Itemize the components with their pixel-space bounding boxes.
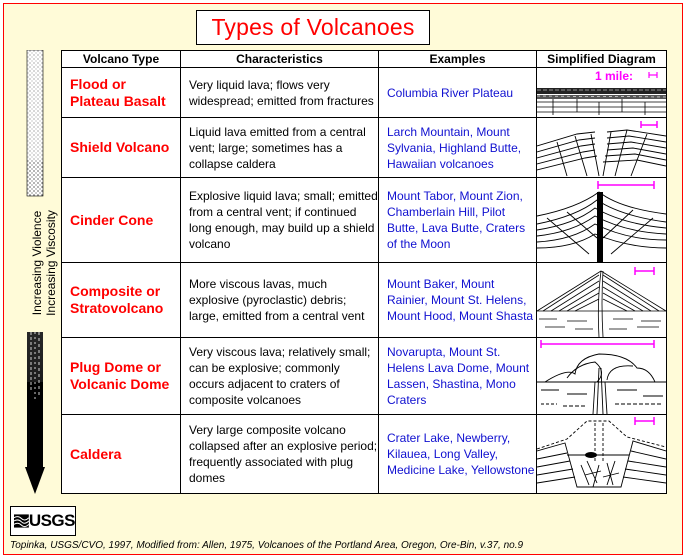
increasing-viscosity-label: Increasing Viscosity: [44, 210, 58, 316]
type-name-line2: Stratovolcano: [70, 300, 164, 316]
examples-cell: Mount Tabor, Mount Zion, Chamberlain Hil…: [378, 177, 537, 263]
type-name-line1: Caldera: [70, 445, 122, 462]
characteristics-cell: Liquid lava emitted from a central vent;…: [180, 117, 379, 178]
examples-cell: Larch Mountain, Mount Sylvania, Highland…: [378, 117, 537, 178]
volcano-type-cell: Shield Volcano: [61, 117, 181, 178]
cinder-cone-diagram: [536, 177, 667, 263]
usgs-wave-icon: [14, 514, 29, 528]
header-volcano-type: Volcano Type: [61, 50, 181, 68]
characteristics-cell: More viscous lavas, much explosive (pyro…: [180, 262, 379, 338]
volcano-type-cell: Cinder Cone: [61, 177, 181, 263]
examples-cell: Crater Lake, Newberry, Kilauea, Long Val…: [378, 414, 537, 494]
type-name-line2: Plateau Basalt: [70, 92, 166, 109]
volcano-types-table: Volcano Type Characteristics Examples Si…: [61, 50, 667, 494]
caldera-diagram: [536, 414, 667, 494]
title-box: Types of Volcanoes: [196, 10, 430, 45]
type-name-line1: Composite or: [70, 283, 161, 299]
examples-cell: Columbia River Plateau: [378, 67, 537, 118]
table-row: Shield Volcano Liquid lava emitted from …: [61, 117, 667, 178]
type-name-line1: Shield Volcano: [70, 139, 170, 155]
table-row: Caldera Very large composite volcano col…: [61, 414, 667, 494]
type-name-line1: Cinder Cone: [70, 211, 154, 228]
characteristics-cell: Explosive liquid lava; small; emitted fr…: [180, 177, 379, 263]
table-header-row: Volcano Type Characteristics Examples Si…: [61, 50, 667, 68]
table-row: Flood or Plateau Basalt Very liquid lava…: [61, 67, 667, 118]
characteristics-cell: Very viscous lava; relatively small; can…: [180, 337, 379, 415]
table-row: Cinder Cone Explosive liquid lava; small…: [61, 177, 667, 263]
type-name-line2: Volcanic Dome: [70, 376, 170, 392]
usgs-logo-text: USGS: [28, 511, 76, 530]
header-characteristics: Characteristics: [180, 50, 379, 68]
header-simplified-diagram: Simplified Diagram: [536, 50, 667, 68]
shield-volcano-diagram: [536, 117, 667, 178]
stratovolcano-diagram: [536, 262, 667, 338]
header-examples: Examples: [378, 50, 537, 68]
characteristics-cell: Very liquid lava; flows very widespread;…: [180, 67, 379, 118]
flood-basalt-diagram: 1 mile:: [536, 67, 667, 118]
type-name-line1: Plug Dome or: [70, 359, 162, 375]
down-arrow-gradient-icon: [25, 49, 45, 500]
examples-cell: Novarupta, Mount St. Helens Lava Dome, M…: [378, 337, 537, 415]
scale-label: 1 mile:: [595, 69, 633, 83]
side-axis-label: Increasing Violence Increasing Viscosity: [22, 196, 66, 330]
type-name-line1: Flood or: [70, 75, 126, 92]
table-row: Composite or Stratovolcano More viscous …: [61, 262, 667, 338]
page-title: Types of Volcanoes: [211, 14, 415, 40]
volcano-type-cell: Caldera: [61, 414, 181, 494]
volcano-type-cell: Plug Dome or Volcanic Dome: [61, 337, 181, 415]
table-row: Plug Dome or Volcanic Dome Very viscous …: [61, 337, 667, 415]
plug-dome-diagram: [536, 337, 667, 415]
usgs-logo: USGS: [10, 506, 76, 536]
examples-cell: Mount Baker, Mount Rainier, Mount St. He…: [378, 262, 537, 338]
increasing-violence-label: Increasing Violence: [30, 210, 44, 316]
characteristics-cell: Very large composite volcano collapsed a…: [180, 414, 379, 494]
volcano-type-cell: Composite or Stratovolcano: [61, 262, 181, 338]
source-credit: Topinka, USGS/CVO, 1997, Modified from: …: [10, 540, 524, 551]
volcano-type-cell: Flood or Plateau Basalt: [61, 67, 181, 118]
